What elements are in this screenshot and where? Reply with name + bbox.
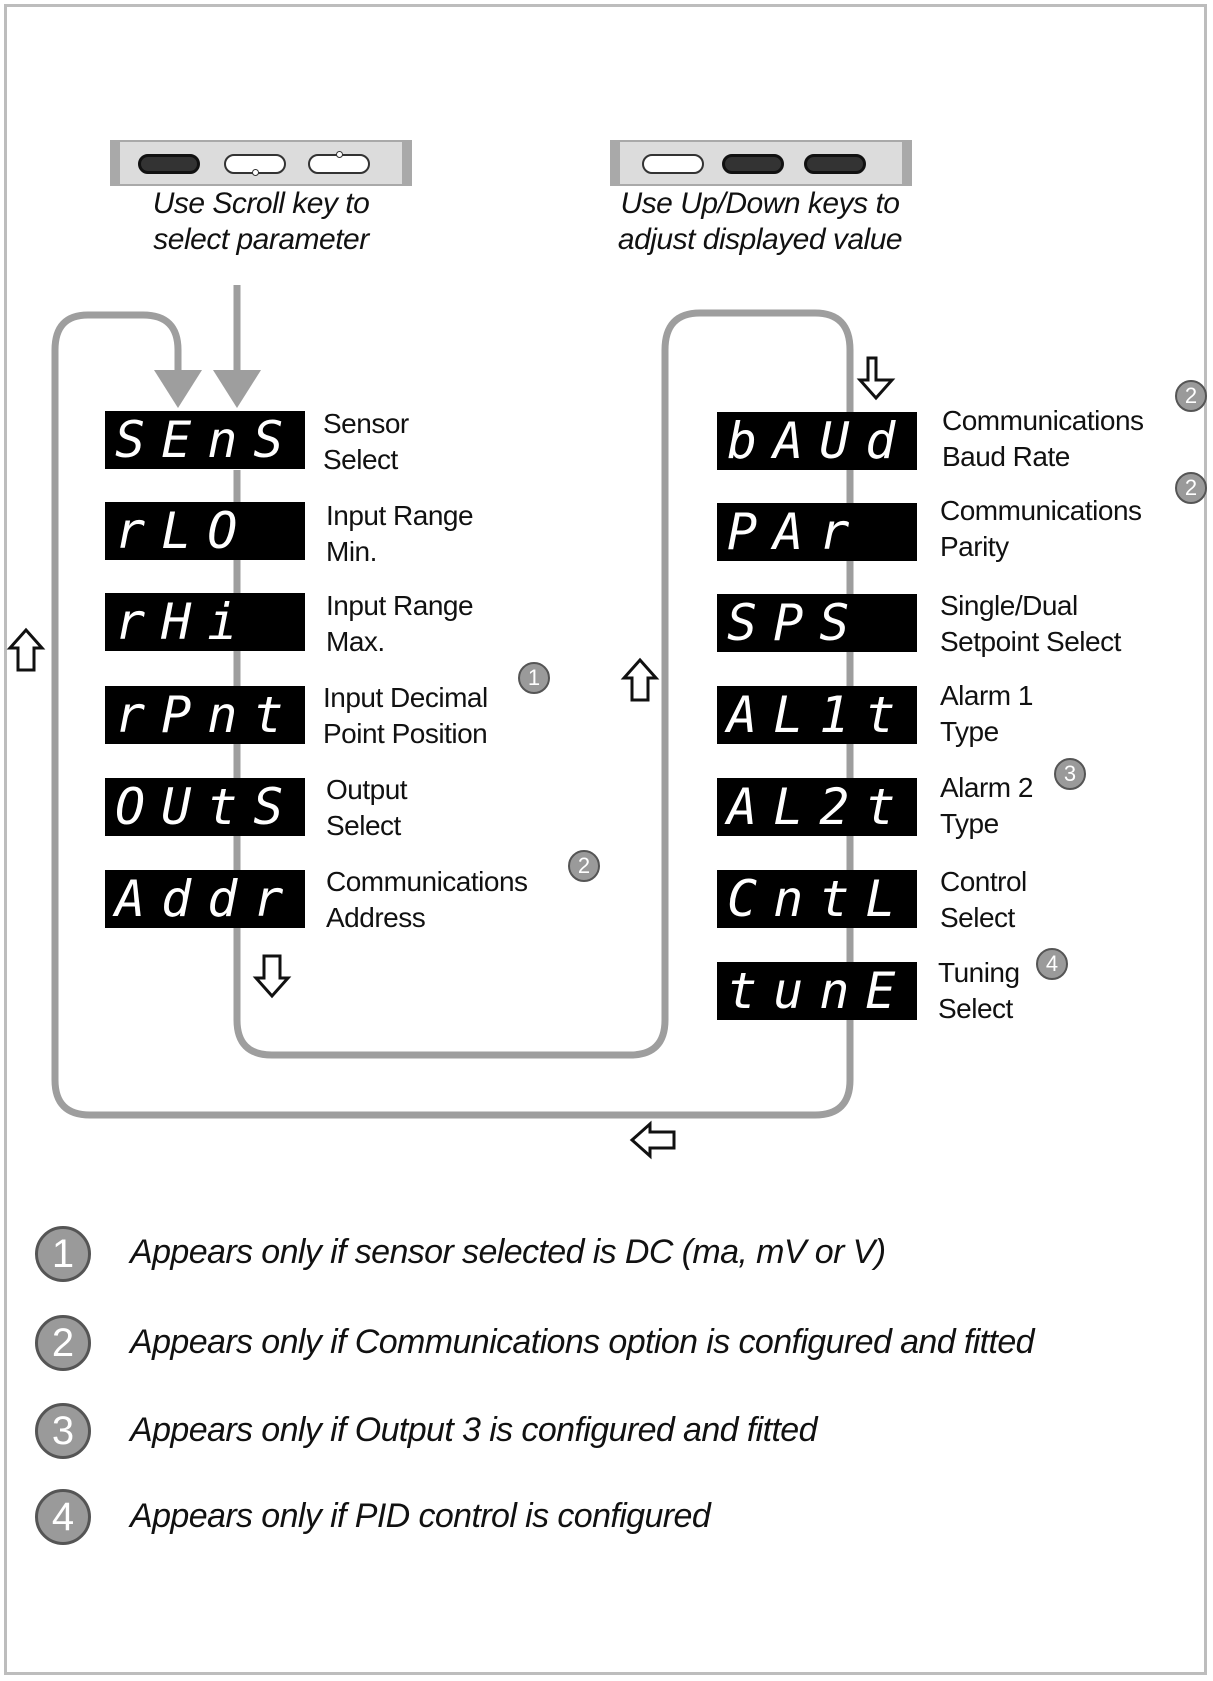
label-sps: Single/Dual Setpoint Select — [940, 588, 1121, 660]
label-rhi: Input Range Max. — [326, 588, 474, 660]
display-rpnt: rPnt — [105, 686, 305, 744]
updown-caption: Use Up/Down keys to adjust displayed val… — [590, 186, 930, 258]
label-addr: Communications Address — [326, 864, 528, 936]
label-line: Select — [938, 993, 1013, 1024]
scroll-key[interactable] — [138, 154, 200, 174]
display-outs: OUtS — [105, 778, 305, 836]
down-key[interactable] — [224, 154, 286, 176]
scroll-caption-line-2: select parameter — [153, 223, 369, 256]
label-line: Control — [940, 866, 1027, 897]
label-line: Communications — [942, 405, 1144, 436]
down-key[interactable] — [722, 154, 784, 174]
hollow-up-arrow-icon — [620, 657, 660, 702]
label-line: Alarm 1 — [940, 680, 1033, 711]
display-cntl: CntL — [717, 870, 917, 928]
legend-text-2: Appears only if Communications option is… — [130, 1323, 1035, 1361]
label-line: Input Decimal — [323, 682, 488, 713]
label-line: Single/Dual — [940, 590, 1078, 621]
label-line: Alarm 2 — [940, 772, 1033, 803]
scroll-entry-arrowhead-2 — [213, 370, 261, 408]
label-line: Output — [326, 774, 408, 805]
display-addr: Addr — [105, 870, 305, 928]
label-line: Select — [940, 902, 1015, 933]
legend-badge-1: 1 — [35, 1226, 91, 1282]
display-baud: bAUd — [717, 412, 917, 470]
label-line: Communications — [326, 866, 528, 897]
label-rlo: Input Range Min. — [326, 498, 474, 570]
display-tune: tunE — [717, 962, 917, 1020]
display-par: PAr — [717, 503, 917, 561]
display-al1t: AL1t — [717, 686, 917, 744]
scroll-entry-arrowhead — [154, 370, 202, 408]
updown-caption-line-2: adjust displayed value — [617, 223, 903, 256]
legend-text-1: Appears only if sensor selected is DC (m… — [130, 1233, 886, 1271]
label-line: Select — [323, 444, 398, 475]
legend-badge-3: 3 — [35, 1403, 91, 1459]
label-line: Parity — [940, 531, 1009, 562]
label-line: Type — [940, 808, 999, 839]
label-al2t: Alarm 2 Type — [940, 770, 1033, 842]
label-sens: Sensor Select — [323, 406, 409, 478]
label-line: Type — [940, 716, 999, 747]
label-par: Communications Parity — [940, 493, 1142, 565]
label-al1t: Alarm 1 Type — [940, 678, 1033, 750]
label-line: Address — [326, 902, 426, 933]
label-line: Setpoint Select — [940, 626, 1121, 657]
scroll-key-panel — [110, 140, 412, 186]
legend-text-3: Appears only if Output 3 is configured a… — [130, 1411, 818, 1449]
note-badge-3: 3 — [1054, 758, 1086, 790]
scroll-caption-line-1: Use Scroll key to — [152, 187, 370, 220]
label-line: Max. — [326, 626, 385, 657]
display-sps: SPS — [717, 594, 917, 652]
updown-caption-line-1: Use Up/Down keys to — [620, 187, 900, 220]
scroll-caption: Use Scroll key to select parameter — [110, 186, 412, 258]
label-line: Communications — [940, 495, 1142, 526]
label-outs: Output Select — [326, 772, 408, 844]
legend-text-4: Appears only if PID control is configure… — [130, 1497, 711, 1535]
label-baud: Communications Baud Rate — [942, 403, 1144, 475]
hollow-down-arrow-icon — [252, 954, 292, 999]
legend-badge-2: 2 — [35, 1315, 91, 1371]
hollow-down-arrow-icon — [856, 356, 896, 401]
label-rpnt: Input Decimal Point Position — [323, 680, 488, 752]
label-line: Select — [326, 810, 401, 841]
outer-loop-line — [51, 309, 854, 1119]
legend-badge-4: 4 — [35, 1489, 91, 1545]
scroll-key[interactable] — [642, 154, 704, 174]
display-sens: SEnS — [105, 411, 305, 469]
up-key[interactable] — [804, 154, 866, 174]
hollow-up-arrow-icon — [6, 627, 46, 672]
page-frame — [4, 4, 1207, 1675]
label-line: Min. — [326, 536, 377, 567]
label-tune: Tuning Select — [938, 955, 1020, 1027]
note-badge-2: 2 — [1175, 472, 1207, 504]
label-line: Input Range — [326, 500, 474, 531]
label-line: Baud Rate — [942, 441, 1070, 472]
display-al2t: AL2t — [717, 778, 917, 836]
note-badge-4: 4 — [1036, 948, 1068, 980]
display-rlo: rLO — [105, 502, 305, 560]
note-badge-1: 1 — [518, 662, 550, 694]
up-key[interactable] — [308, 151, 370, 174]
label-line: Tuning — [938, 957, 1020, 988]
note-badge-2: 2 — [568, 850, 600, 882]
label-line: Input Range — [326, 590, 474, 621]
label-line: Sensor — [323, 408, 409, 439]
label-line: Point Position — [323, 718, 488, 749]
label-cntl: Control Select — [940, 864, 1027, 936]
inner-loop-line — [233, 285, 740, 1059]
hollow-left-arrow-icon — [629, 1120, 676, 1160]
updown-key-panel — [610, 140, 912, 186]
display-rhi: rHi — [105, 593, 305, 651]
note-badge-2: 2 — [1175, 380, 1207, 412]
